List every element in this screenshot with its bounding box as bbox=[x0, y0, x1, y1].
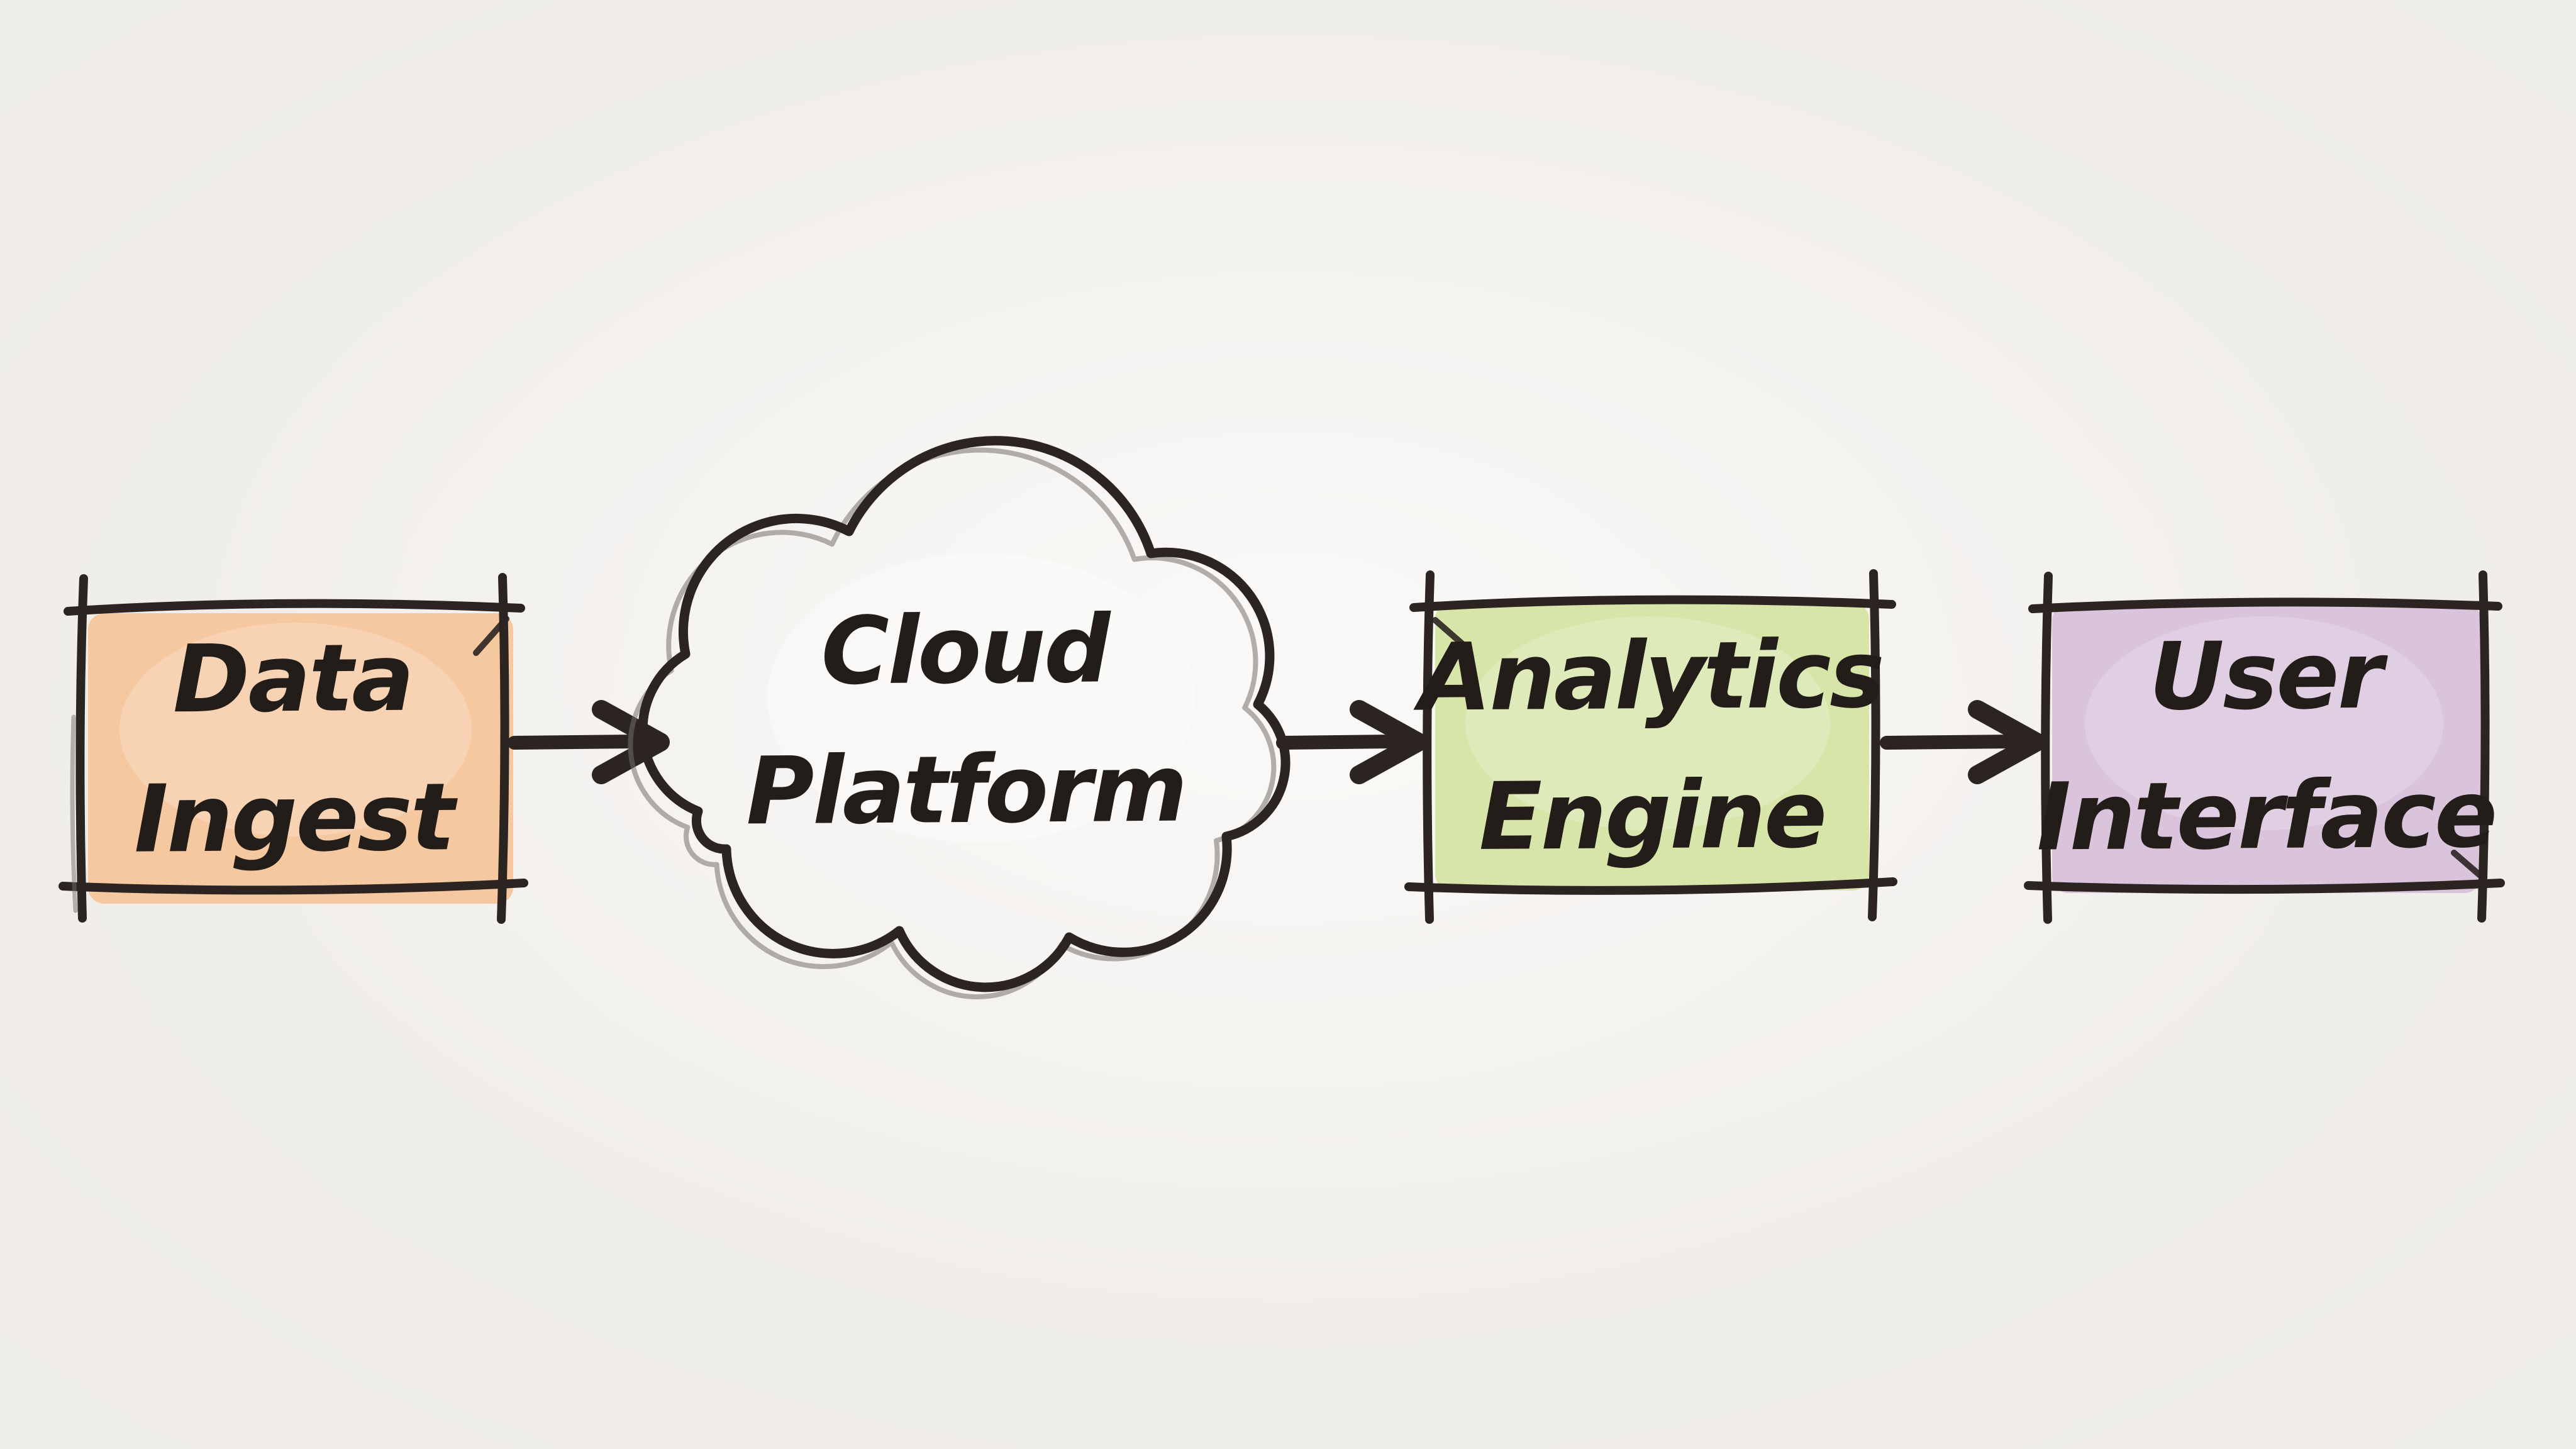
data-ingest-label-line-2: Ingest bbox=[133, 763, 454, 874]
user-interface-fill bbox=[2052, 604, 2481, 893]
arrow-connector-2 bbox=[1276, 700, 1428, 784]
arrow-3-head-icon bbox=[1968, 700, 2046, 784]
user-interface-label-line-1: User bbox=[2148, 621, 2382, 731]
data-ingest-corner-tick bbox=[473, 616, 509, 656]
data-ingest-highlight bbox=[119, 623, 472, 836]
arrow-1-head-icon bbox=[592, 700, 670, 784]
arrow-1-shaft bbox=[508, 735, 642, 750]
data-ingest-border-bottom bbox=[58, 879, 528, 895]
arrow-connector-1 bbox=[508, 700, 670, 784]
analytics-engine-border-right bbox=[1868, 569, 1880, 921]
user-interface-border-bottom bbox=[2024, 879, 2505, 894]
user-interface-border-top bbox=[2028, 597, 2502, 613]
cloud-shape bbox=[638, 436, 1291, 992]
data-ingest-echo-stroke bbox=[70, 714, 78, 913]
analytics-engine-border-left bbox=[1423, 570, 1435, 924]
user-interface-label-line-2: Interface bbox=[2036, 760, 2496, 872]
analytics-engine-border-top bbox=[1409, 595, 1896, 612]
analytics-engine-fill bbox=[1435, 602, 1869, 891]
data-ingest-border-top bbox=[64, 599, 525, 616]
cloud-platform-label-line-2: Platform bbox=[745, 734, 1186, 846]
arrow-2-shaft bbox=[1276, 735, 1400, 750]
arrow-3-shaft bbox=[1880, 735, 2018, 750]
data-ingest-label: Data Ingest bbox=[80, 606, 505, 892]
analytics-engine-label-line-1: Analytics bbox=[1418, 620, 1884, 732]
data-ingest-fill bbox=[88, 613, 513, 904]
node-cloud-platform bbox=[628, 436, 1291, 1000]
data-ingest-label-line-1: Data bbox=[172, 623, 413, 734]
analytics-engine-corner-tick bbox=[1432, 617, 1468, 650]
analytics-engine-label-line-2: Engine bbox=[1478, 760, 1826, 871]
user-interface-highlight bbox=[2085, 616, 2443, 830]
user-interface-border-right bbox=[2477, 570, 2490, 923]
arrow-connector-3 bbox=[1880, 700, 2046, 784]
node-user-interface bbox=[2024, 570, 2505, 924]
analytics-engine-highlight bbox=[1465, 616, 1830, 830]
data-ingest-border-left bbox=[75, 574, 88, 923]
cloud-highlight bbox=[767, 553, 1195, 843]
user-interface-corner-tick bbox=[2451, 850, 2485, 880]
cloud-platform-label: Cloud Platform bbox=[681, 514, 1250, 926]
node-analytics-engine bbox=[1404, 569, 1897, 924]
user-interface-border-left bbox=[2041, 572, 2053, 924]
user-interface-label: User Interface bbox=[2036, 602, 2496, 890]
cloud-platform-label-line-1: Cloud bbox=[820, 595, 1109, 706]
analytics-engine-label: Analytics Engine bbox=[1419, 602, 1883, 890]
node-data-ingest bbox=[58, 573, 528, 924]
arrow-2-head-icon bbox=[1350, 700, 1428, 784]
analytics-engine-border-bottom bbox=[1404, 877, 1897, 895]
